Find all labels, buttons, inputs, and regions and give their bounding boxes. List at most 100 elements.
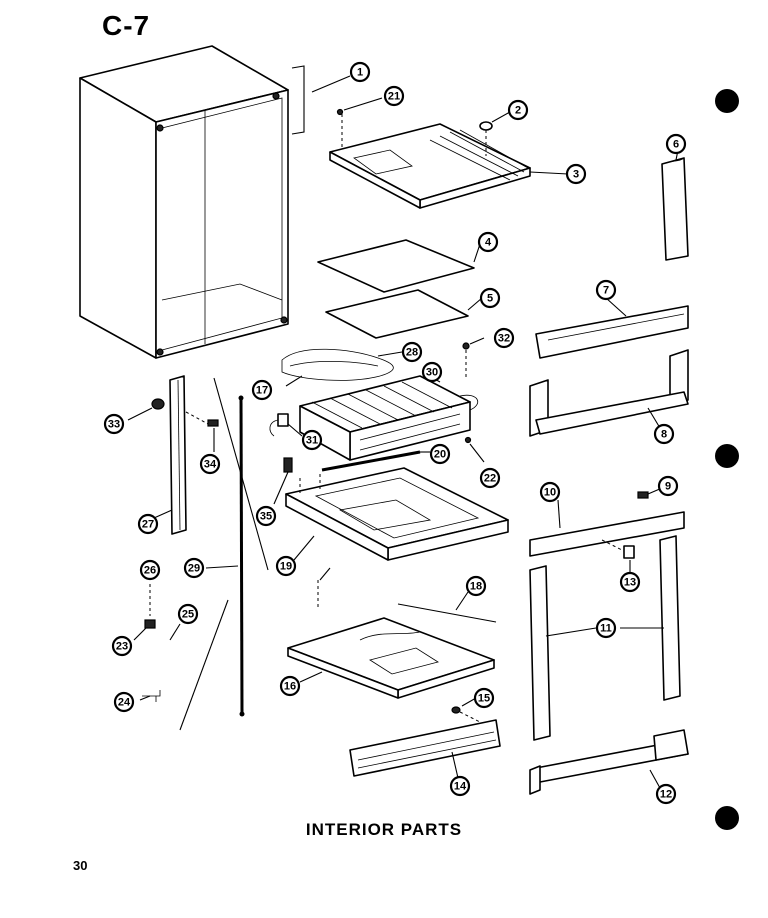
callout-32: 32 xyxy=(493,327,515,349)
bottom-shelf xyxy=(529,729,689,795)
callout-number: 9 xyxy=(665,481,671,493)
callout-number: 12 xyxy=(660,789,672,801)
callout-33: 33 xyxy=(103,413,125,435)
callout-20: 20 xyxy=(429,443,451,465)
callout-28: 28 xyxy=(401,341,423,363)
callout-9: 9 xyxy=(657,475,679,497)
callout-number: 35 xyxy=(260,511,272,523)
callout-35: 35 xyxy=(255,505,277,527)
shelf-bin xyxy=(529,349,689,437)
callout-circle xyxy=(653,423,675,445)
callout-29: 29 xyxy=(183,557,205,579)
callout-24: 24 xyxy=(113,691,135,713)
callout-number: 17 xyxy=(256,385,268,397)
callout-circle xyxy=(465,575,487,597)
callout-3: 3 xyxy=(565,163,587,185)
callout-number: 20 xyxy=(434,449,446,461)
callout-7: 7 xyxy=(595,279,617,301)
callout-circle xyxy=(139,559,161,581)
callout-circle xyxy=(429,443,451,465)
callout-21: 21 xyxy=(383,85,405,107)
callout-circle xyxy=(595,617,617,639)
lower-cover-plate xyxy=(287,617,495,699)
callout-number: 7 xyxy=(603,285,609,297)
callout-number: 21 xyxy=(388,91,400,103)
callout-number: 26 xyxy=(144,565,156,577)
callout-circle xyxy=(401,341,423,363)
callout-number: 19 xyxy=(280,561,292,573)
callout-23: 23 xyxy=(111,635,133,657)
callout-number: 30 xyxy=(426,367,438,379)
callout-31: 31 xyxy=(301,429,323,451)
callout-number: 28 xyxy=(406,347,418,359)
callout-circle xyxy=(137,513,159,535)
callout-number: 13 xyxy=(624,577,636,589)
callout-25: 25 xyxy=(177,603,199,625)
section-code: C-7 xyxy=(102,10,151,41)
upper-rail xyxy=(529,511,685,557)
trim-bar xyxy=(661,157,689,261)
callout-number: 33 xyxy=(108,419,120,431)
callout-circle xyxy=(111,635,133,657)
callout-number: 32 xyxy=(498,333,510,345)
callout-8: 8 xyxy=(653,423,675,445)
callout-15: 15 xyxy=(473,687,495,709)
callout-circle xyxy=(473,687,495,709)
evaporator xyxy=(299,375,471,461)
callout-circle xyxy=(539,481,561,503)
cabinet xyxy=(79,45,289,359)
binder-hole xyxy=(715,89,739,113)
callout-22: 22 xyxy=(479,467,501,489)
callout-number: 18 xyxy=(470,581,482,593)
callout-circle xyxy=(383,85,405,107)
upper-shelf xyxy=(535,305,689,359)
callout-circle xyxy=(619,571,641,593)
evaporator-tray xyxy=(285,467,509,561)
defrost-heater xyxy=(281,348,403,381)
callout-circle xyxy=(251,379,273,401)
callout-6: 6 xyxy=(665,133,687,155)
side-rail-left xyxy=(529,565,551,741)
callout-10: 10 xyxy=(539,481,561,503)
side-rail-right xyxy=(659,535,681,701)
callout-number: 27 xyxy=(142,519,154,531)
binder-hole xyxy=(715,444,739,468)
callout-circle xyxy=(507,99,529,121)
callout-2: 2 xyxy=(507,99,529,121)
callout-34: 34 xyxy=(199,453,221,475)
top-cover-plate xyxy=(329,123,531,209)
callout-number: 2 xyxy=(515,105,521,117)
callout-number: 16 xyxy=(284,681,296,693)
callout-circle xyxy=(349,61,371,83)
callout-12: 12 xyxy=(655,783,677,805)
callout-16: 16 xyxy=(279,675,301,697)
callout-number: 11 xyxy=(600,623,612,635)
callout-circle xyxy=(493,327,515,349)
callout-number: 25 xyxy=(182,609,194,621)
callout-18: 18 xyxy=(465,575,487,597)
callout-circle xyxy=(275,555,297,577)
baffle-rod xyxy=(321,450,421,472)
callout-number: 8 xyxy=(661,429,667,441)
front-grille xyxy=(349,719,501,777)
callout-number: 29 xyxy=(188,563,200,575)
callout-circle xyxy=(301,429,323,451)
callout-circle xyxy=(255,505,277,527)
callout-circle xyxy=(177,603,199,625)
callout-number: 6 xyxy=(673,139,679,151)
callout-circle xyxy=(479,287,501,309)
callout-circle xyxy=(279,675,301,697)
callout-circle xyxy=(665,133,687,155)
insulation-sheet xyxy=(325,289,469,339)
callout-number: 31 xyxy=(306,435,318,447)
callout-circle xyxy=(657,475,679,497)
callout-4: 4 xyxy=(477,231,499,253)
callout-17: 17 xyxy=(251,379,273,401)
callout-26: 26 xyxy=(139,559,161,581)
callout-circle xyxy=(183,557,205,579)
callout-circle xyxy=(199,453,221,475)
callout-number: 34 xyxy=(204,459,217,471)
callout-number: 3 xyxy=(573,169,579,181)
callout-number: 4 xyxy=(485,237,492,249)
